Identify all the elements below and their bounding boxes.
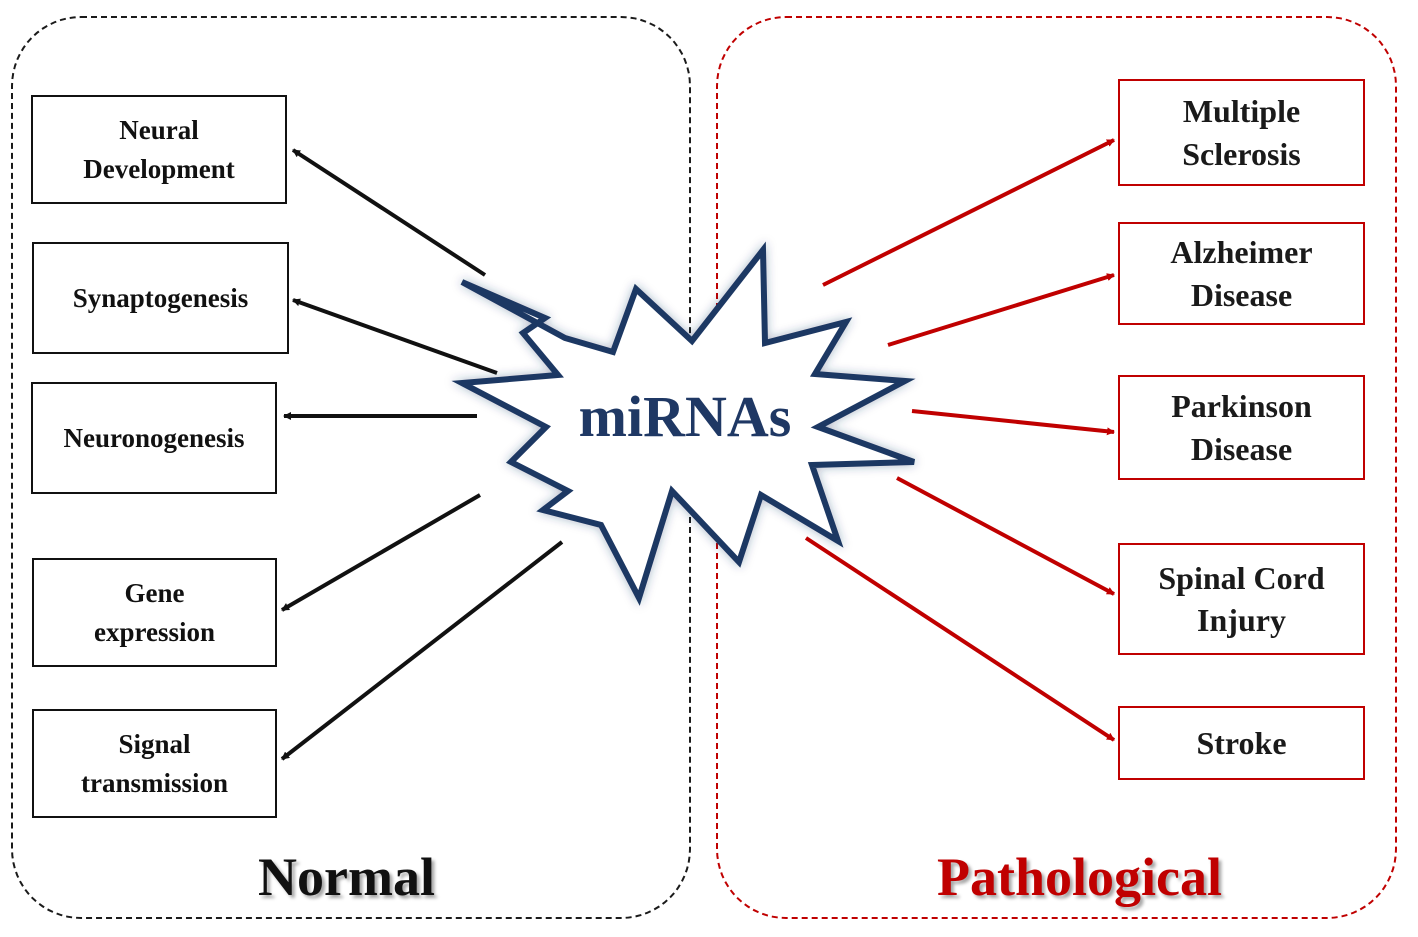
pathological-box-line: Disease [1190, 430, 1293, 467]
pathological-box-alzheimer-disease: Alzheimer Disease [1118, 222, 1365, 325]
normal-box-line: Neural [119, 115, 199, 146]
arrow-to-parkinson-disease [911, 409, 1115, 436]
normal-box-gene-expression: Gene expression [32, 558, 277, 667]
pathological-box-stroke: Stroke [1118, 706, 1365, 780]
pathological-box-line: Alzheimer [1170, 234, 1313, 271]
pathological-box-line: Parkinson [1171, 388, 1312, 425]
normal-box-line: expression [93, 616, 215, 647]
pathological-box-line: Sclerosis [1182, 135, 1301, 172]
pathological-box-line: Injury [1197, 602, 1286, 638]
arrow-to-spinal-cord-injury [896, 476, 1115, 596]
arrow-to-gene-expression [280, 493, 482, 612]
normal-box-signal-transmission: Signal transmission [32, 709, 277, 818]
arrow-to-multiple-sclerosis [822, 138, 1115, 287]
pathological-box-line: Disease [1190, 276, 1293, 313]
pathological-box-line: Stroke [1196, 724, 1287, 761]
normal-box-line: Development [83, 153, 235, 184]
center-label: miRNAs [579, 384, 792, 449]
normal-box-line: Gene [124, 578, 185, 609]
arrow-to-synaptogenesis [292, 298, 498, 375]
normal-box-neural-development: Neural Development [31, 95, 287, 204]
pathological-box-spinal-cord-injury: Spinal Cord Injury [1118, 543, 1365, 655]
arrow-to-stroke [804, 536, 1116, 742]
pathological-box-multiple-sclerosis: Multiple Sclerosis [1118, 79, 1365, 186]
normal-box-neuronogenesis: Neuronogenesis [31, 382, 277, 494]
arrow-to-neural-development [291, 148, 487, 277]
pathological-panel-title: Pathological [937, 847, 1222, 907]
normal-box-line: Synaptogenesis [72, 282, 249, 313]
pathological-box-parkinson-disease: Parkinson Disease [1118, 375, 1365, 480]
normal-box-line: Signal [118, 729, 191, 760]
normal-panel-title: Normal [258, 847, 435, 907]
normal-box-line: transmission [80, 767, 229, 798]
normal-box-line: Neuronogenesis [63, 422, 245, 453]
pathological-box-line: Spinal Cord [1158, 559, 1325, 596]
mirna-starburst [451, 241, 916, 606]
arrow-to-alzheimer-disease [887, 273, 1115, 347]
pathological-box-line: Multiple [1182, 93, 1301, 130]
normal-box-synaptogenesis: Synaptogenesis [32, 242, 289, 354]
arrow-to-signal-transmission [280, 540, 564, 761]
